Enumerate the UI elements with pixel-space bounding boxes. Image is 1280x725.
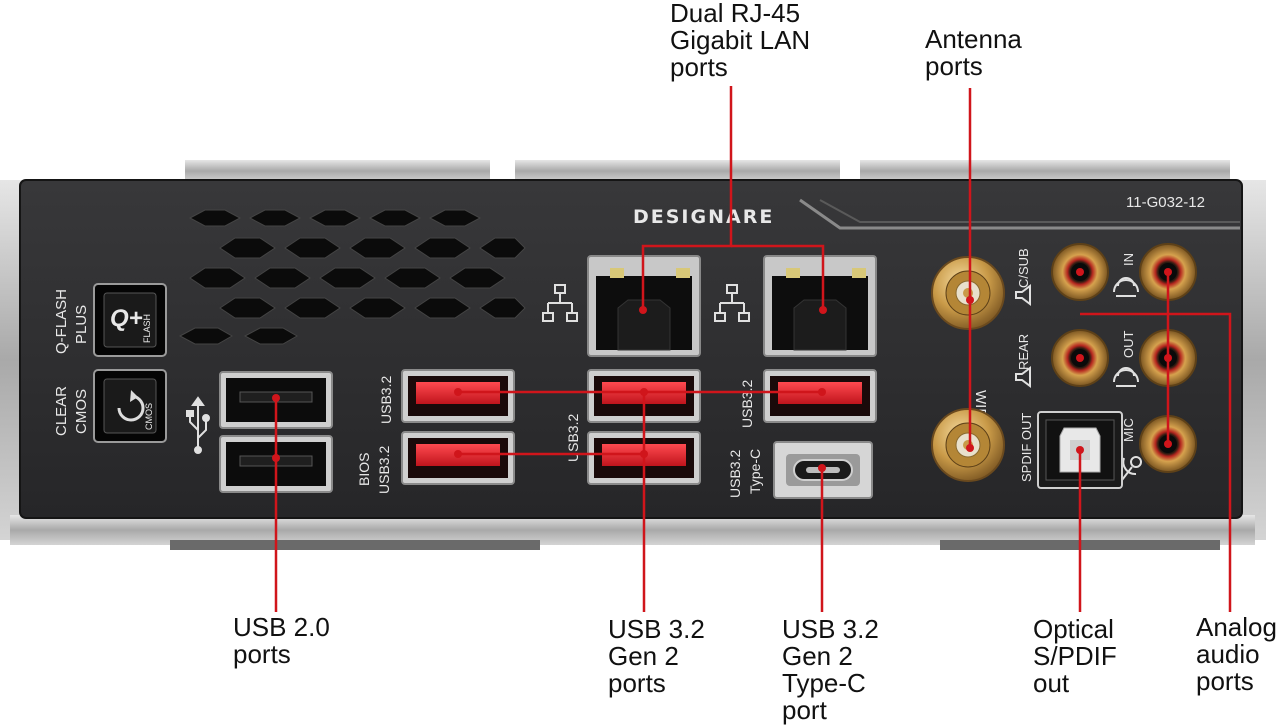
callout-usb20: USB 2.0 ports — [233, 612, 330, 669]
bios-label: BIOS — [356, 453, 372, 486]
brand-logo: DESIGNARE — [633, 206, 774, 228]
clear-cmos-label-1: CLEAR — [53, 386, 70, 436]
callout-usb32-gen2: USB 3.2 Gen 2 ports — [608, 614, 705, 698]
spdif-out-label: SPDIF OUT — [1019, 413, 1034, 482]
microphone-icon — [1121, 456, 1142, 481]
qflash-button-glyph: Q+ — [110, 305, 143, 332]
speaker-icon — [1015, 366, 1031, 388]
network-icon — [714, 284, 750, 322]
qflash-button-text: FLASH — [142, 314, 152, 343]
typec-label-1: USB3.2 — [727, 450, 743, 498]
audio-wave-icon — [1113, 367, 1139, 387]
reset-icon — [117, 394, 145, 422]
callout-usb32-typec: USB 3.2 Gen 2 Type-C port — [782, 614, 879, 725]
clear-cmos-label-2: CMOS — [73, 389, 90, 434]
callout-analog-audio: Analog audio ports — [1196, 612, 1277, 696]
callout-dots — [272, 268, 1172, 472]
model-code: 11-G032-12 — [1126, 194, 1205, 211]
qflash-button[interactable]: Q+ FLASH — [93, 283, 167, 357]
vent-grille — [178, 209, 526, 345]
speaker-icon — [1015, 284, 1031, 306]
usb32-port-5[interactable] — [763, 369, 877, 423]
typec-label-2: Type-C — [747, 449, 763, 494]
audio-wave-icon — [1113, 277, 1139, 297]
network-icon — [542, 284, 578, 322]
callout-optical-spdif: Optical S/PDIF out — [1033, 614, 1117, 698]
out-label: OUT — [1121, 331, 1136, 359]
antenna-port-top[interactable] — [931, 256, 1005, 330]
mic-label: MIC — [1121, 418, 1136, 442]
qflash-label-2: PLUS — [73, 305, 90, 344]
usb32-label-c: USB3.2 — [565, 414, 581, 462]
usb-icon — [186, 396, 210, 454]
csub-label: C/SUB — [1016, 248, 1031, 288]
callout-antenna: Antenna ports — [925, 24, 1022, 81]
brand-stripe — [799, 198, 1240, 230]
qflash-label-1: Q-FLASH — [53, 289, 70, 354]
rear-label: REAR — [1016, 334, 1031, 370]
usb32-label-b: USB3.2 — [376, 446, 392, 494]
usb32-label-a: USB3.2 — [378, 376, 394, 424]
in-label: IN — [1121, 253, 1136, 266]
cmos-button-text: CMOS — [144, 403, 154, 430]
clear-cmos-button[interactable]: CMOS — [93, 369, 167, 443]
rj45-port-2[interactable] — [763, 255, 877, 357]
callout-dual-rj45: Dual RJ-45 Gigabit LAN ports — [670, 0, 811, 82]
usb32-label-d: USB3.2 — [739, 380, 755, 428]
